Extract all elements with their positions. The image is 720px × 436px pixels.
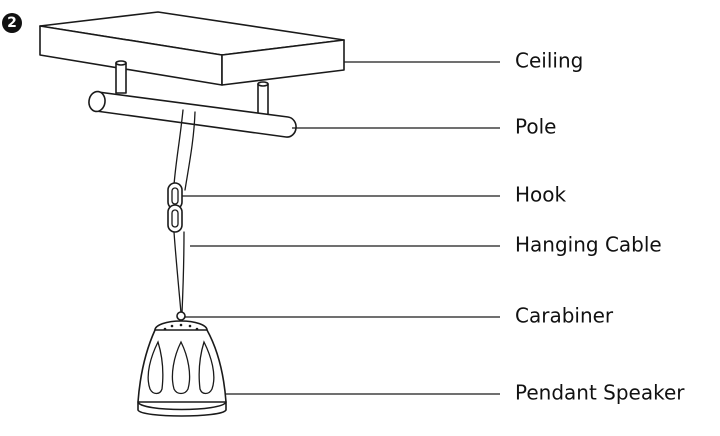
pole <box>88 90 297 138</box>
leader-lines <box>182 61 500 395</box>
step-badge: 2 <box>2 13 22 33</box>
carabiner <box>176 311 186 321</box>
label-pole: Pole <box>515 115 556 139</box>
label-ceiling: Ceiling <box>515 49 583 73</box>
labels: Ceiling Pole Hook Hanging Cable Carabine… <box>515 49 685 405</box>
hanging-cable <box>173 109 196 314</box>
hook <box>167 182 183 233</box>
step-number: 2 <box>7 15 17 31</box>
ceiling-block <box>39 11 345 86</box>
pendant-speaker <box>137 320 227 417</box>
label-carabiner: Carabiner <box>515 304 614 328</box>
label-pendant-speaker: Pendant Speaker <box>515 381 685 405</box>
label-hook: Hook <box>515 183 567 207</box>
support-rods <box>115 60 269 117</box>
label-hanging-cable: Hanging Cable <box>515 233 662 257</box>
